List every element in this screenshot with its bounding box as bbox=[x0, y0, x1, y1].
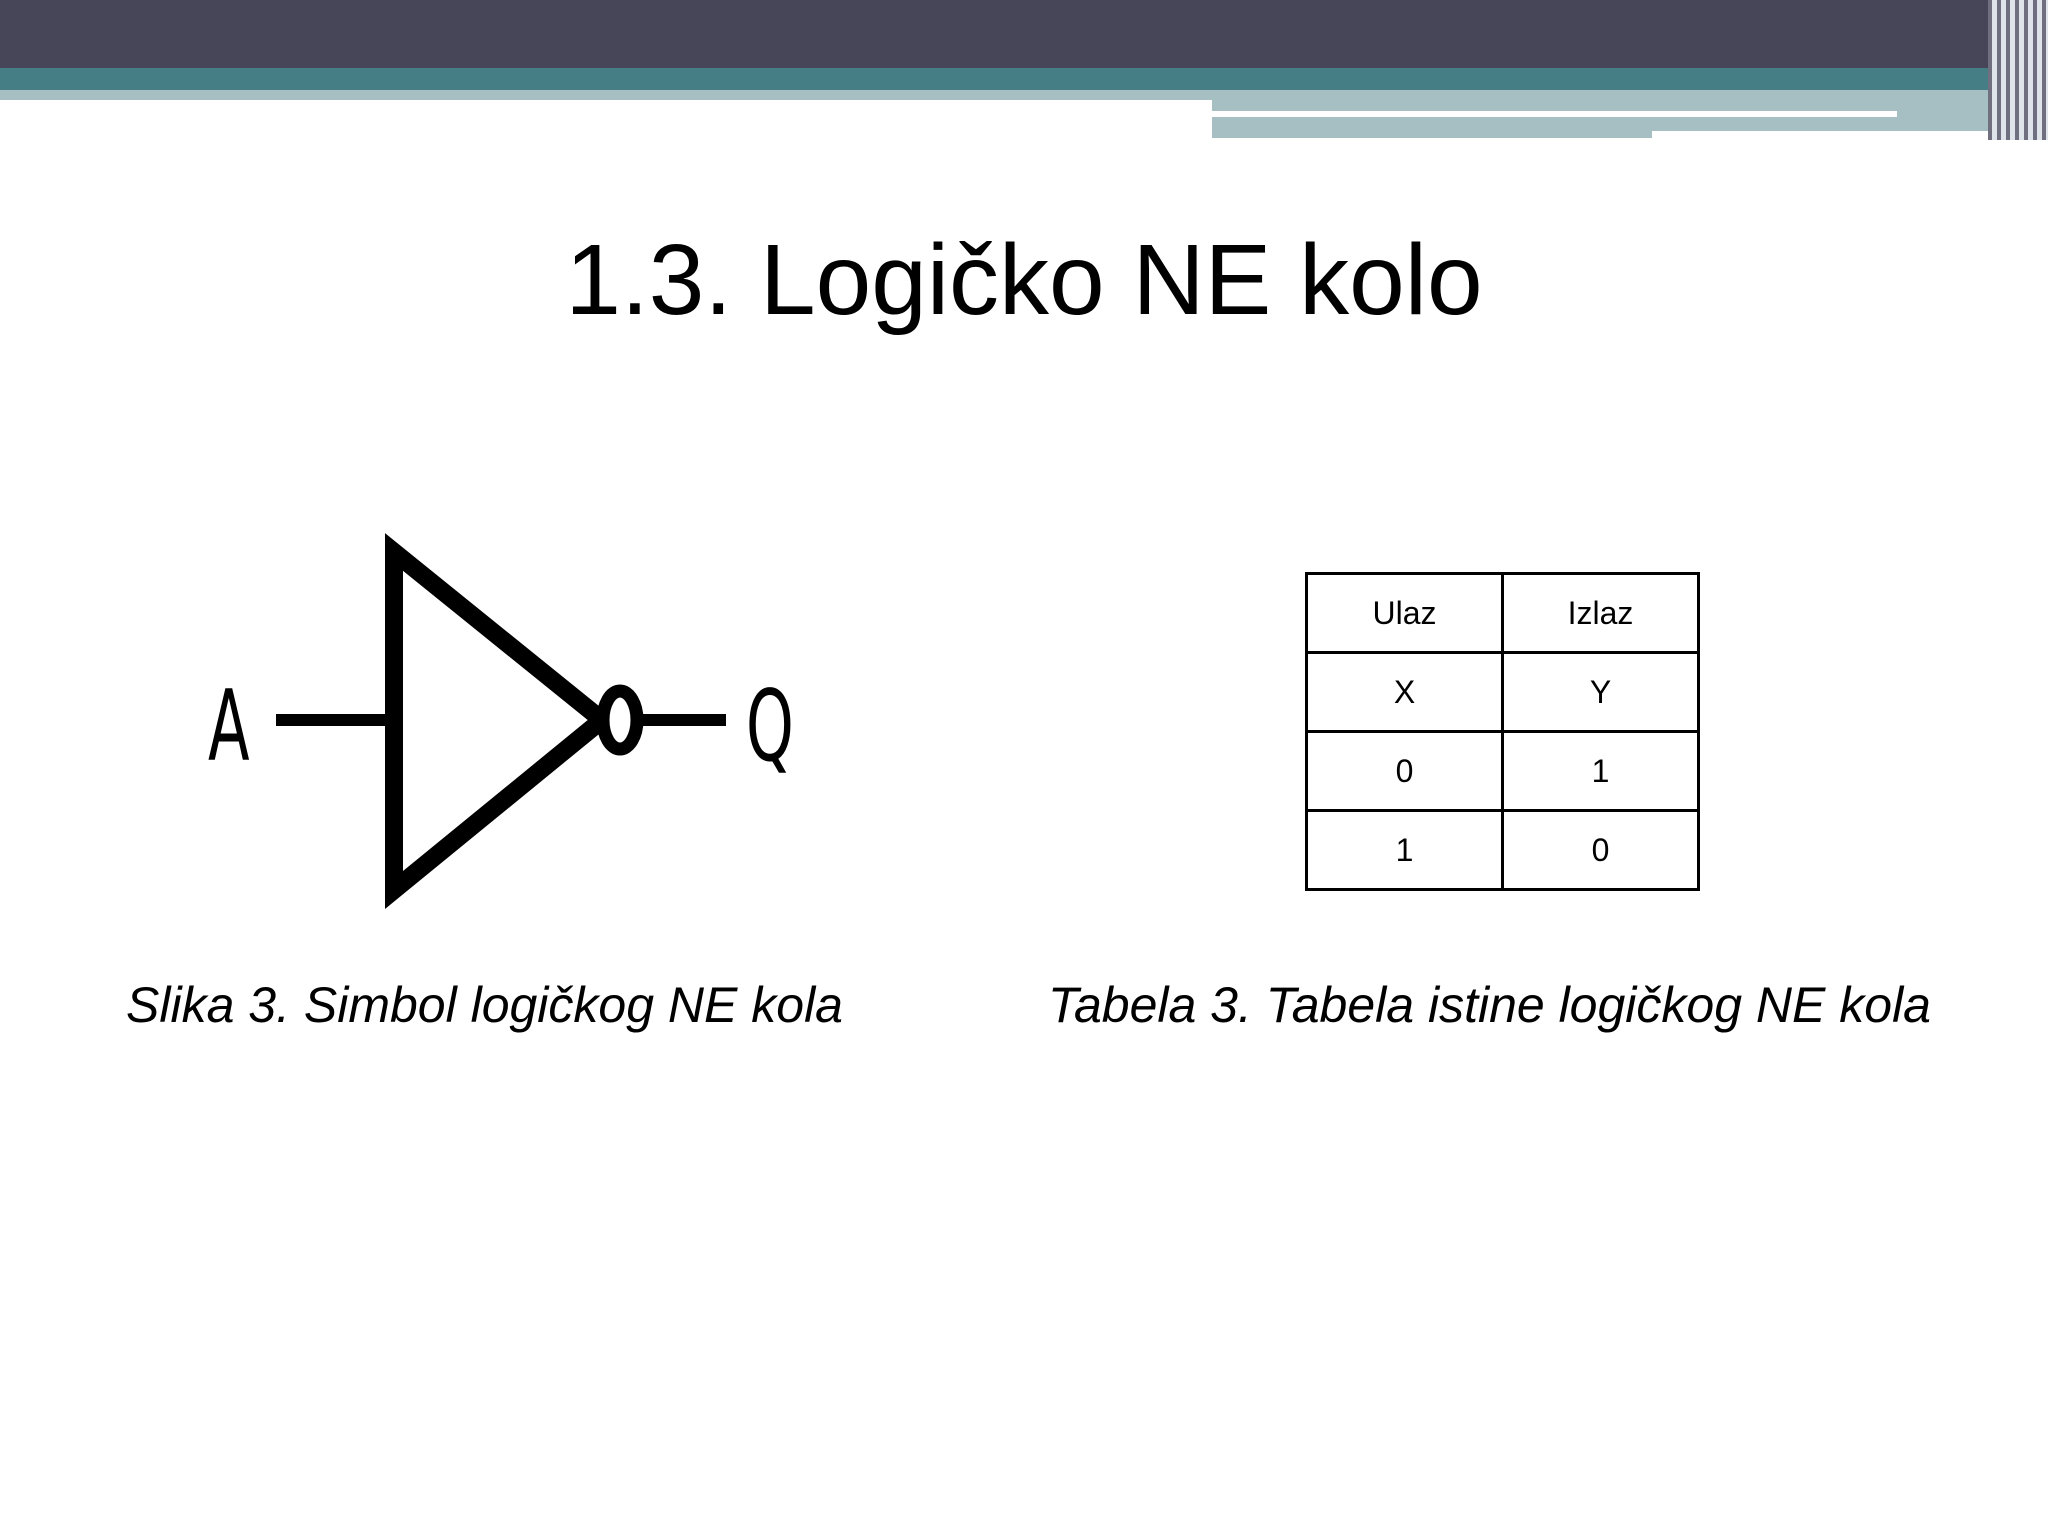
table-cell: Izlaz bbox=[1501, 572, 1700, 654]
header-edge-stripes bbox=[1988, 0, 2048, 140]
table-header-row: Ulaz Izlaz bbox=[1305, 572, 1700, 654]
header-teal-band bbox=[0, 68, 2048, 90]
slide-title: 1.3. Logičko NE kolo bbox=[565, 224, 1483, 336]
gate-triangle bbox=[385, 533, 617, 909]
not-gate-figure: A Q bbox=[200, 530, 820, 920]
table-cell: Y bbox=[1501, 651, 1700, 733]
figure-caption: Slika 3. Simbol logičkog NE kola bbox=[126, 977, 843, 1033]
gate-input-label: A bbox=[208, 670, 250, 784]
gate-output-label: Q bbox=[746, 670, 794, 784]
inversion-bubble bbox=[596, 684, 644, 756]
table-cell: X bbox=[1305, 651, 1504, 733]
table-cell: 1 bbox=[1305, 809, 1504, 891]
table-caption: Tabela 3. Tabela istine logičkog NE kola bbox=[1048, 977, 1931, 1033]
header-bar bbox=[0, 0, 2048, 68]
table-row: 1 0 bbox=[1305, 809, 1700, 891]
table-cell: 0 bbox=[1305, 730, 1504, 812]
truth-table: Ulaz Izlaz X Y 0 1 1 0 bbox=[1305, 572, 1700, 891]
not-gate-symbol bbox=[276, 533, 726, 909]
table-cell: Ulaz bbox=[1305, 572, 1504, 654]
table-cell: 0 bbox=[1501, 809, 1700, 891]
header-light-band-left bbox=[0, 90, 1212, 100]
header-accent-line bbox=[1652, 131, 2012, 138]
header-accent-line bbox=[1212, 111, 1897, 117]
table-row: X Y bbox=[1305, 651, 1700, 733]
table-row: 0 1 bbox=[1305, 730, 1700, 812]
table-cell: 1 bbox=[1501, 730, 1700, 812]
